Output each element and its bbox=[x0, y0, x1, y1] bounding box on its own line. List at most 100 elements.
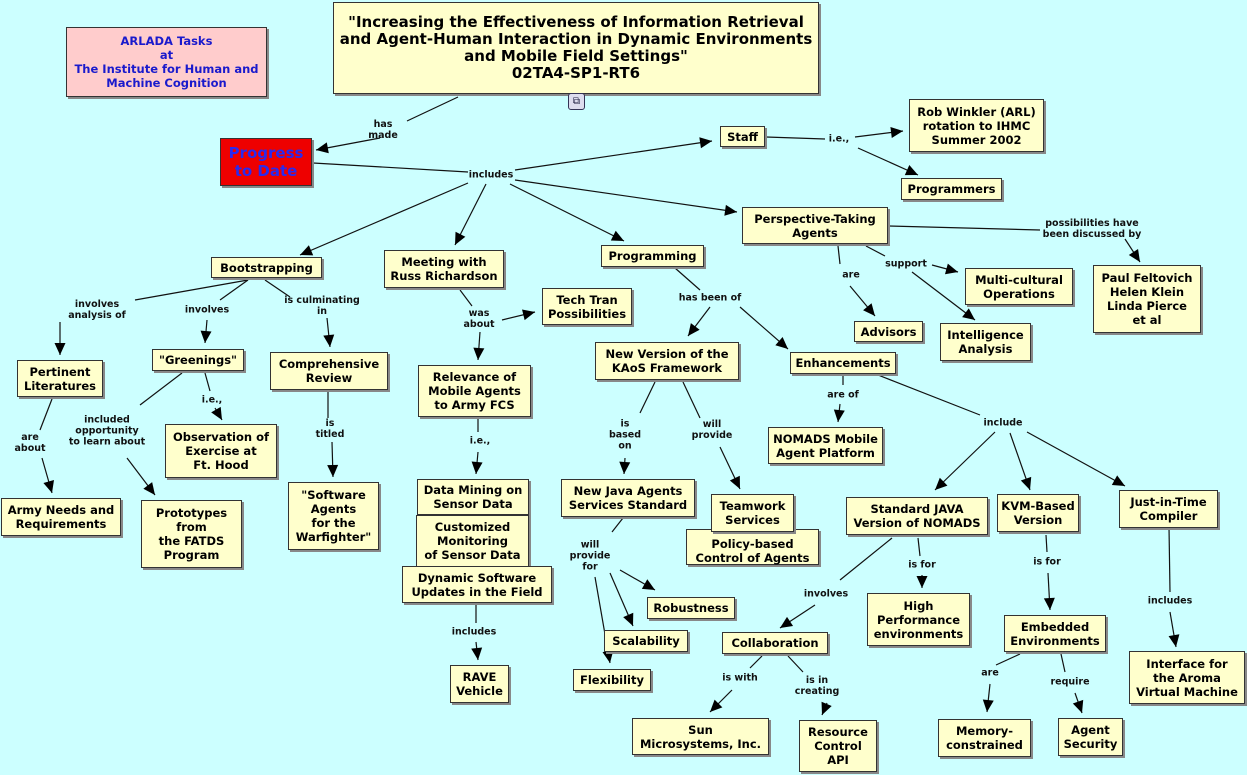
arrowhead-icon bbox=[1072, 699, 1084, 713]
arrowhead-icon bbox=[729, 475, 740, 489]
sun-microsystems-node[interactable]: Sun Microsystems, Inc. bbox=[632, 718, 769, 755]
connector-line bbox=[514, 179, 738, 213]
title-node[interactable]: "Increasing the Effectiveness of Informa… bbox=[333, 2, 819, 94]
jit-compiler-node[interactable]: Just-in-Time Compiler bbox=[1119, 490, 1218, 528]
intelligence-node[interactable]: Intelligence Analysis bbox=[940, 323, 1031, 361]
meeting-node[interactable]: Meeting with Russ Richardson bbox=[384, 250, 504, 288]
link-label: are bbox=[842, 269, 860, 281]
multicultural-node[interactable]: Multi-cultural Operations bbox=[965, 268, 1073, 305]
connector-line bbox=[839, 537, 893, 581]
connector-line bbox=[787, 655, 804, 673]
perspective-taking-node[interactable]: Perspective-Taking Agents bbox=[742, 207, 888, 244]
arrowhead-icon bbox=[200, 330, 212, 343]
link-label: include bbox=[983, 417, 1023, 429]
arrowhead-icon bbox=[863, 303, 875, 316]
connector-line bbox=[765, 136, 826, 140]
arrowhead-icon bbox=[904, 165, 918, 176]
arrowhead-icon bbox=[143, 482, 155, 495]
link-label: are of bbox=[827, 389, 859, 401]
connector-line bbox=[312, 162, 469, 173]
robustness-node[interactable]: Robustness bbox=[647, 597, 735, 619]
arrowhead-icon bbox=[54, 343, 66, 355]
tech-tran-node[interactable]: Tech Tran Possibilities bbox=[542, 288, 632, 325]
software-agents-node[interactable]: "Software Agents for the Warfighter" bbox=[288, 482, 379, 550]
link-label: involves bbox=[184, 304, 230, 316]
connector-line bbox=[995, 653, 1021, 666]
rave-vehicle-node[interactable]: RAVE Vehicle bbox=[450, 665, 509, 703]
dynamic-updates-node[interactable]: Dynamic Software Updates in the Field bbox=[402, 566, 552, 603]
arrowhead-icon bbox=[623, 612, 634, 626]
prototypes-node[interactable]: Prototypes from the FATDS Program bbox=[141, 500, 242, 568]
arrowhead-icon bbox=[935, 477, 948, 490]
kvm-version-node[interactable]: KVM-Based Version bbox=[997, 494, 1079, 532]
connector-line bbox=[865, 245, 886, 257]
connector-line bbox=[219, 279, 249, 301]
army-needs-node[interactable]: Army Needs and Requirements bbox=[1, 498, 121, 536]
connector-line bbox=[917, 537, 921, 557]
arrowhead-icon bbox=[610, 230, 624, 241]
arrowhead-icon bbox=[43, 479, 54, 493]
arrowhead-icon bbox=[1168, 634, 1180, 647]
arrowhead-icon bbox=[821, 701, 832, 715]
nomads-mobile-node[interactable]: NOMADS Mobile Agent Platform bbox=[768, 427, 883, 464]
arrowhead-icon bbox=[724, 204, 737, 216]
programming-node[interactable]: Programming bbox=[601, 245, 704, 267]
teamwork-services-node[interactable]: Teamwork Services bbox=[711, 494, 794, 532]
flexibility-node[interactable]: Flexibility bbox=[573, 669, 651, 691]
greenings-node[interactable]: "Greenings" bbox=[152, 349, 244, 371]
arrowhead-icon bbox=[323, 334, 335, 347]
rob-winkler-node[interactable]: Rob Winkler (ARL) rotation to IHMC Summe… bbox=[909, 99, 1044, 152]
policy-control-node[interactable]: Policy-based Control of Agents bbox=[686, 529, 819, 565]
arrowhead-icon bbox=[775, 336, 788, 349]
kaos-framework-node[interactable]: New Version of the KAoS Framework bbox=[595, 342, 739, 380]
relevance-node[interactable]: Relevance of Mobile Agents to Army FCS bbox=[418, 365, 531, 417]
arrowhead-icon bbox=[641, 579, 655, 590]
resource-control-node[interactable]: Resource Control API bbox=[799, 720, 877, 772]
high-performance-node[interactable]: High Performance environments bbox=[867, 593, 970, 646]
programmers-node[interactable]: Programmers bbox=[901, 178, 1002, 200]
advisors-node[interactable]: Advisors bbox=[854, 321, 923, 342]
bootstrapping-node[interactable]: Bootstrapping bbox=[211, 257, 322, 278]
arrowhead-icon bbox=[1043, 597, 1055, 610]
connector-line bbox=[934, 431, 996, 491]
embedded-environments-node[interactable]: Embedded Environments bbox=[1004, 615, 1106, 652]
comprehensive-review-node[interactable]: Comprehensive Review bbox=[270, 352, 388, 390]
submap-icon[interactable]: ⧉ bbox=[568, 93, 585, 110]
connector-line bbox=[1045, 534, 1048, 553]
arrowhead-icon bbox=[982, 699, 994, 712]
arrowhead-icon bbox=[602, 650, 614, 663]
agent-security-node[interactable]: Agent Security bbox=[1058, 718, 1123, 756]
progress-node[interactable]: Progress to Date bbox=[220, 138, 312, 186]
link-label: require bbox=[1050, 676, 1090, 688]
researchers-node[interactable]: Paul Feltovich Helen Klein Linda Pierce … bbox=[1093, 265, 1201, 333]
connector-line bbox=[134, 279, 249, 301]
arrowhead-icon bbox=[780, 616, 794, 628]
observation-node[interactable]: Observation of Exercise at Ft. Hood bbox=[165, 424, 277, 478]
link-label: support bbox=[885, 258, 927, 270]
enhancements-node[interactable]: Enhancements bbox=[790, 352, 896, 374]
arrowhead-icon bbox=[944, 263, 958, 275]
collaboration-node[interactable]: Collaboration bbox=[722, 632, 828, 654]
connector-line bbox=[682, 381, 701, 419]
link-label: includes bbox=[451, 626, 497, 638]
connector-line bbox=[509, 183, 625, 242]
java-agents-standard-node[interactable]: New Java Agents Services Standard bbox=[561, 479, 695, 517]
data-mining-node[interactable]: Data Mining on Sensor Data bbox=[417, 479, 529, 515]
link-label: possibilities have been discussed by bbox=[1042, 218, 1142, 240]
pertinent-literatures-node[interactable]: Pertinent Literatures bbox=[17, 360, 103, 397]
staff-node[interactable]: Staff bbox=[720, 126, 765, 147]
link-label: will provide bbox=[691, 419, 733, 441]
arrowhead-icon bbox=[1111, 475, 1125, 486]
link-label: are bbox=[981, 667, 999, 679]
connector-line bbox=[1060, 653, 1066, 673]
connector-line bbox=[39, 398, 53, 431]
connector-line bbox=[459, 289, 473, 307]
aroma-interface-node[interactable]: Interface for the Aroma Virtual Machine bbox=[1129, 651, 1245, 704]
customized-monitoring-node[interactable]: Customized Monitoring of Sensor Data bbox=[416, 515, 529, 567]
standard-java-nomads-node[interactable]: Standard JAVA Version of NOMADS bbox=[846, 497, 988, 535]
arrowhead-icon bbox=[327, 464, 339, 477]
memory-constrained-node[interactable]: Memory- constrained bbox=[938, 719, 1031, 757]
arrowhead-icon bbox=[699, 137, 712, 149]
arrowhead-icon bbox=[619, 461, 631, 474]
scalability-node[interactable]: Scalability bbox=[604, 630, 688, 652]
